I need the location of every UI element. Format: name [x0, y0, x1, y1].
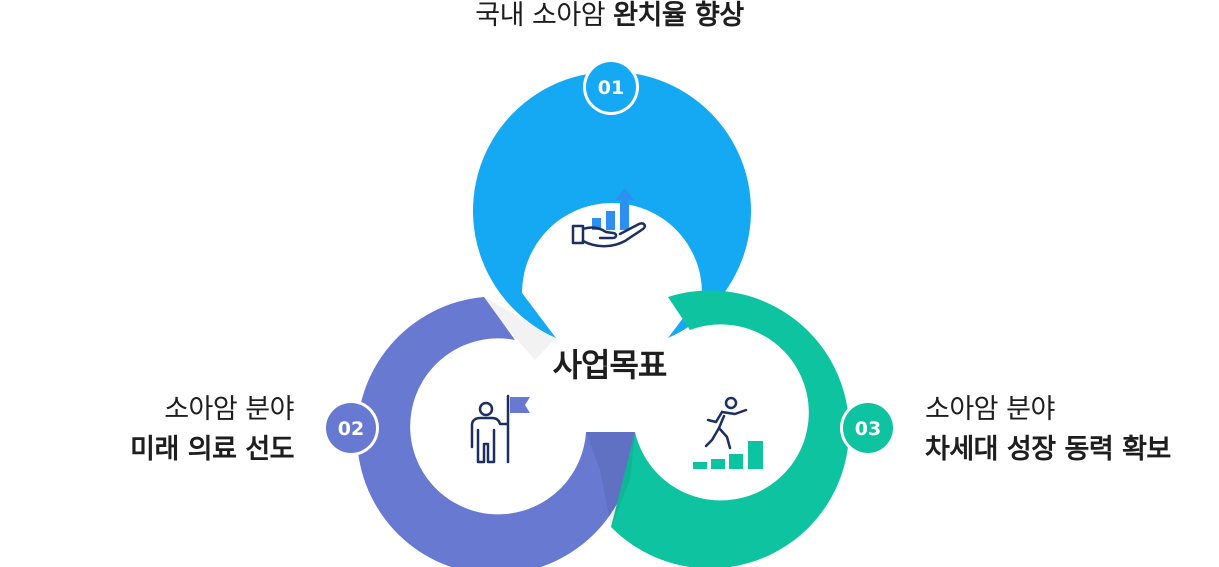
goal-02-label: 소아암 분야 미래 의료 선도	[130, 390, 294, 470]
goal-02-line2: 미래 의료 선도	[130, 434, 294, 465]
ring-02	[357, 297, 636, 567]
badge-01: 01	[583, 59, 639, 115]
ring-01	[472, 71, 752, 339]
goal-01-line1: 국내 소아암	[475, 0, 606, 31]
badge-02: 02	[323, 400, 379, 456]
goal-01-line2: 완치율 향상	[613, 0, 744, 31]
goal-02-line1: 소아암 분야	[164, 394, 294, 425]
ring-overlap-shadow-bottom	[586, 432, 635, 527]
center-title: 사업목표	[552, 346, 668, 384]
ring-overlap-shadow-left	[484, 297, 556, 360]
goal-03-line2: 차세대 성장 동력 확보	[925, 434, 1171, 465]
person-flag-icon	[470, 394, 530, 464]
runner-stairs-icon	[693, 396, 763, 469]
badge-01-number: 01	[598, 77, 624, 99]
goal-03-line1: 소아암 분야	[925, 394, 1055, 425]
goal-03-label: 소아암 분야 차세대 성장 동력 확보	[925, 390, 1171, 470]
badge-02-number: 02	[338, 418, 364, 440]
badge-03: 03	[840, 400, 896, 456]
badge-03-number: 03	[855, 418, 881, 440]
goal-01-label: 국내 소아암 완치율 향상	[0, 2, 1219, 29]
ring-03	[611, 290, 850, 567]
hand-growth-chart-icon	[571, 188, 647, 248]
